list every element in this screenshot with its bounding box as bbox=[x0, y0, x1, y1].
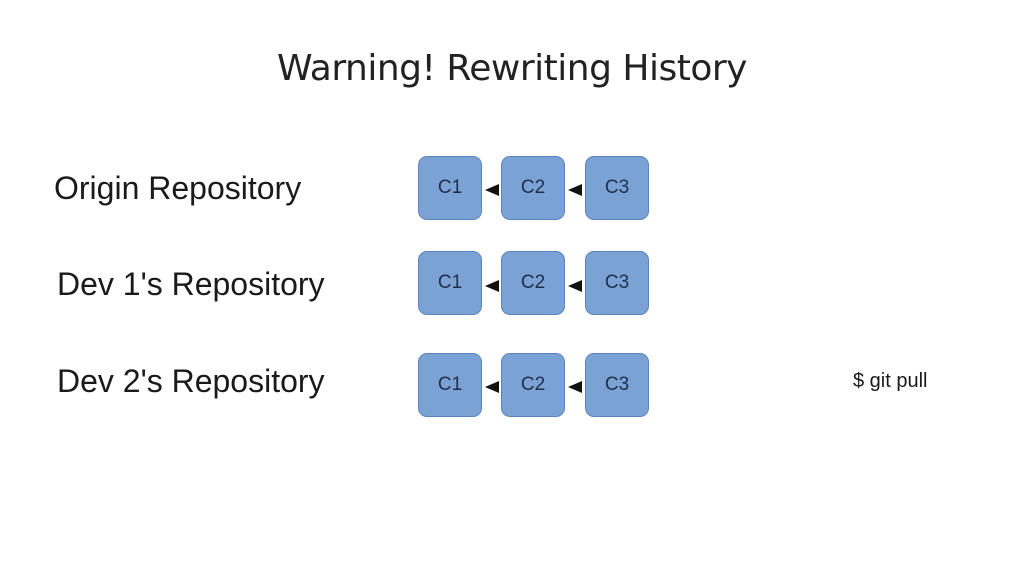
origin-commit-c1: C1 bbox=[418, 156, 482, 220]
git-pull-command: $ git pull bbox=[853, 370, 928, 392]
origin-arrow-c2-c1 bbox=[485, 184, 499, 196]
origin-commit-c3: C3 bbox=[585, 156, 649, 220]
dev2-arrow-c3-c2 bbox=[568, 381, 582, 393]
dev2-commit-c1: C1 bbox=[418, 353, 482, 417]
dev2-commit-c2: C2 bbox=[501, 353, 565, 417]
dev1-repo-label: Dev 1's Repository bbox=[57, 266, 325, 302]
origin-commit-c2: C2 bbox=[501, 156, 565, 220]
dev1-arrow-c3-c2 bbox=[568, 280, 582, 292]
dev2-commit-c3: C3 bbox=[585, 353, 649, 417]
dev1-arrow-c2-c1 bbox=[485, 280, 499, 292]
dev2-repo-label: Dev 2's Repository bbox=[57, 363, 325, 399]
dev2-arrow-c2-c1 bbox=[485, 381, 499, 393]
dev1-commit-c3: C3 bbox=[585, 251, 649, 315]
slide-title: Warning! Rewriting History bbox=[277, 48, 747, 89]
dev1-commit-c1: C1 bbox=[418, 251, 482, 315]
dev1-commit-c2: C2 bbox=[501, 251, 565, 315]
origin-repo-label: Origin Repository bbox=[54, 170, 302, 206]
origin-arrow-c3-c2 bbox=[568, 184, 582, 196]
